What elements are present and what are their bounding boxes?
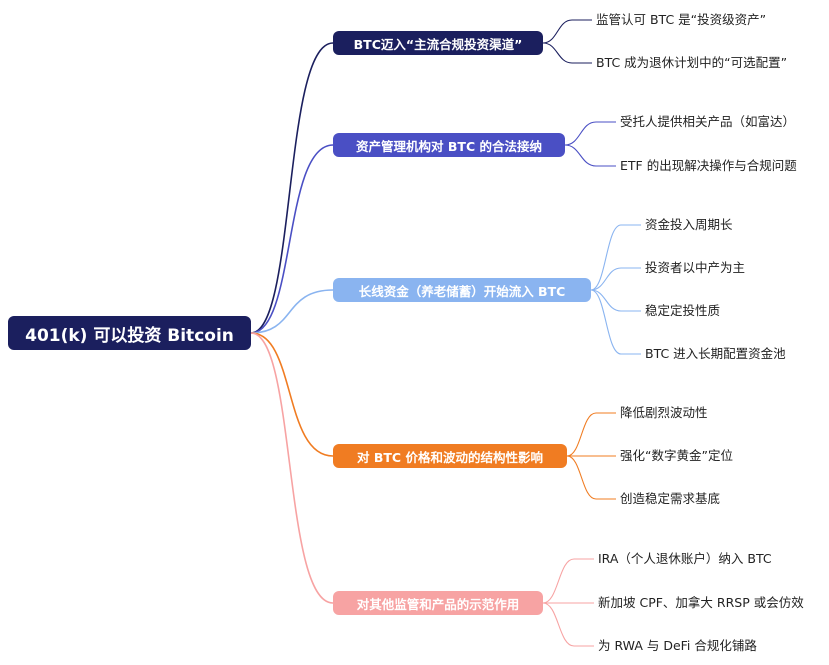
- leaf-item: 投资者以中产为主: [645, 260, 746, 275]
- connector-line: [590, 267, 641, 291]
- connector-line: [250, 144, 334, 334]
- leaf-item: 稳定定投性质: [645, 303, 721, 318]
- branch-node-price-impact: 对 BTC 价格和波动的结构性影响: [333, 444, 567, 468]
- connector-line: [542, 602, 594, 647]
- branch-node-demonstration: 对其他监管和产品的示范作用: [333, 591, 543, 615]
- leaf-item: 资金投入周期长: [645, 217, 733, 232]
- root-node: 401(k) 可以投资 Bitcoin: [8, 316, 251, 350]
- connector-line: [564, 121, 616, 146]
- connector-line: [250, 332, 334, 604]
- leaf-item: 为 RWA 与 DeFi 合规化铺路: [598, 638, 757, 653]
- leaf-item: 监管认可 BTC 是“投资级资产”: [596, 12, 767, 27]
- connector-line: [566, 455, 616, 500]
- connector-line: [566, 412, 616, 457]
- connector-line: [590, 224, 641, 291]
- leaf-item: 受托人提供相关产品（如富达）: [620, 114, 796, 129]
- leaf-item: 新加坡 CPF、加拿大 RRSP 或会仿效: [598, 595, 804, 610]
- leaf-item: ETF 的出现解决操作与合规问题: [620, 158, 797, 173]
- connector-line: [250, 332, 334, 457]
- connector-line: [542, 19, 592, 44]
- leaf-item: 强化“数字黄金”定位: [620, 448, 733, 463]
- connector-line: [590, 289, 641, 312]
- connector-line: [250, 42, 334, 334]
- connector-line: [590, 289, 641, 355]
- connector-line: [542, 558, 594, 604]
- connector-line: [542, 42, 592, 64]
- leaf-item: BTC 进入长期配置资金池: [645, 346, 786, 361]
- leaf-item: IRA（个人退休账户）纳入 BTC: [598, 551, 772, 566]
- branch-node-long-term-capital: 长线资金（养老储蓄）开始流入 BTC: [333, 278, 591, 302]
- leaf-item: BTC 成为退休计划中的“可选配置”: [596, 55, 788, 70]
- connector-line: [564, 144, 616, 167]
- leaf-item: 创造稳定需求基底: [620, 491, 721, 506]
- connector-line: [250, 289, 334, 334]
- leaf-item: 降低剧烈波动性: [620, 405, 708, 420]
- branch-node-asset-managers: 资产管理机构对 BTC 的合法接纳: [333, 133, 565, 157]
- branch-node-regulation: BTC迈入“主流合规投资渠道”: [333, 31, 543, 55]
